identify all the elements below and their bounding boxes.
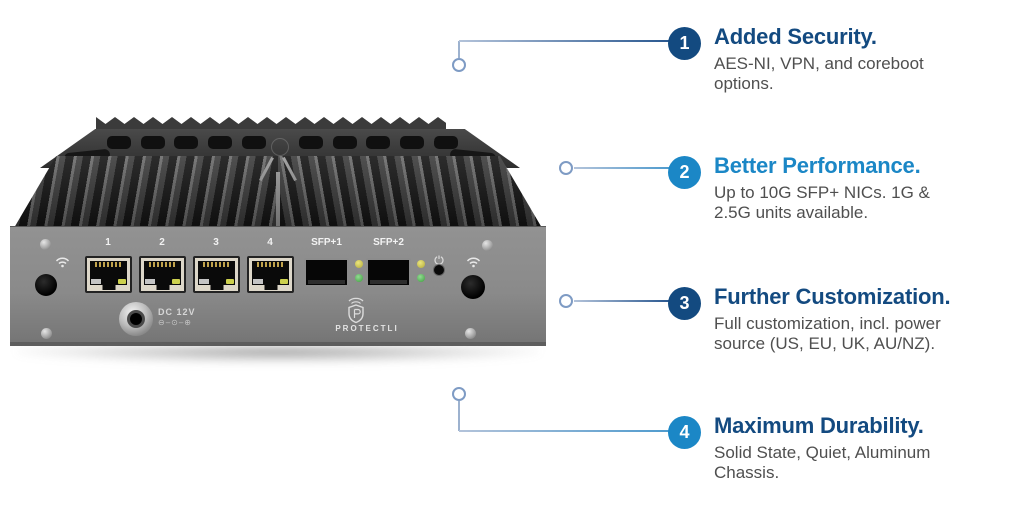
vent-slot [140, 136, 165, 149]
heatsink-fins [14, 156, 542, 228]
power-icon [434, 252, 444, 270]
callout-line [459, 430, 669, 432]
callout-line [458, 41, 460, 58]
callout-ring [559, 161, 573, 175]
callout-ring [452, 387, 466, 401]
callout-ring [559, 294, 573, 308]
feature-item-2: 2 Better Performance. Up to 10G SFP+ NIC… [668, 153, 969, 222]
vent-slot [366, 136, 391, 149]
feature-number-badge: 1 [668, 27, 701, 60]
feature-item-4: 4 Maximum Durability. Solid State, Quiet… [668, 413, 969, 482]
brand-logo-icon [344, 295, 368, 330]
feature-description: AES-NI, VPN, and coreboot options. [714, 54, 924, 93]
feature-title: Added Security. [714, 24, 877, 49]
feature-number-badge: 4 [668, 416, 701, 449]
sfp-port [366, 258, 411, 287]
feature-description: Full customization, incl. power source (… [714, 314, 941, 353]
ethernet-port [247, 256, 294, 293]
screw-icon [482, 240, 493, 251]
feature-number-badge: 3 [668, 287, 701, 320]
vent-slot [174, 136, 199, 149]
feature-title: Further Customization. [714, 284, 951, 309]
ethernet-port [139, 256, 186, 293]
sfp-port [304, 258, 349, 287]
sfp-label: SFP+2 [373, 237, 404, 248]
status-led-yellow [417, 260, 425, 268]
feature-number-badge: 2 [668, 156, 701, 189]
status-led-yellow [355, 260, 363, 268]
vent-slot [332, 136, 357, 149]
screw-icon [41, 328, 52, 339]
port-label: 3 [213, 237, 220, 248]
dc-power-label: DC 12V [158, 307, 196, 317]
dc-polarity-label: ⊖–⊙–⊕ [158, 318, 193, 327]
port-led [118, 279, 126, 284]
sfp-label: SFP+1 [311, 237, 342, 248]
port-label: 2 [159, 237, 166, 248]
ethernet-port [193, 256, 240, 293]
vent-slot [241, 136, 266, 149]
callout-line [458, 401, 460, 431]
power-button [434, 265, 444, 275]
dc-power-jack [119, 302, 153, 336]
feature-item-3: 3 Further Customization. Full customizat… [668, 284, 969, 353]
feature-title: Maximum Durability. [714, 413, 924, 438]
feature-description: Up to 10G SFP+ NICs. 1G & 2.5G units ava… [714, 183, 930, 222]
engraved-logo [271, 138, 289, 156]
callout-ring [452, 58, 466, 72]
vent-slot [400, 136, 424, 149]
wifi-icon [466, 255, 481, 273]
device-shadow [16, 346, 540, 364]
feature-title: Better Performance. [714, 153, 921, 178]
callout-line [574, 167, 669, 169]
callout-line [459, 40, 669, 42]
vent-slot [107, 136, 132, 149]
feature-item-1: 1 Added Security. AES-NI, VPN, and coreb… [668, 24, 969, 93]
vent-slot [433, 136, 458, 149]
status-led-green [417, 274, 425, 282]
wifi-icon [55, 255, 70, 273]
port-led [226, 279, 234, 284]
callout-line [574, 300, 669, 302]
antenna-hole [35, 274, 57, 296]
front-panel: 1 2 3 4 SFP+1 SFP+2 [10, 226, 546, 346]
port-label: 1 [105, 237, 112, 248]
ethernet-port [85, 256, 132, 293]
screw-icon [465, 328, 476, 339]
antenna-hole [461, 275, 485, 299]
screw-icon [40, 239, 51, 250]
vent-slot [299, 136, 324, 149]
feature-description: Solid State, Quiet, Aluminum Chassis. [714, 443, 931, 482]
port-label: 4 [267, 237, 274, 248]
brand-name: PROTECTLI [335, 324, 399, 333]
port-led [280, 279, 288, 284]
heatsink-sawtooth [96, 117, 446, 131]
status-led-green [355, 274, 363, 282]
vent-slot [208, 136, 232, 149]
port-led [172, 279, 180, 284]
